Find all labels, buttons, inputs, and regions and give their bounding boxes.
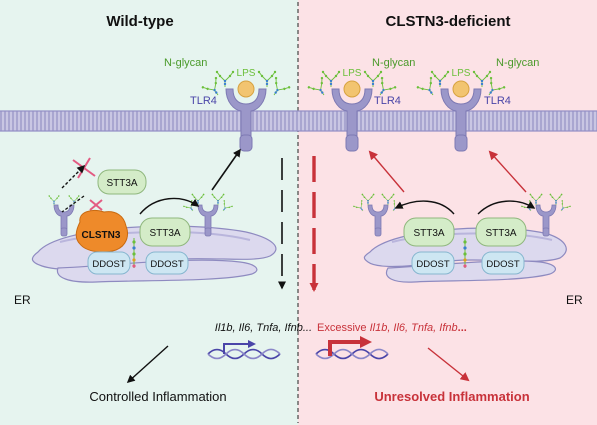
blocked-arrow: [61, 195, 85, 213]
tlr4-label-right-2: TLR4: [484, 95, 511, 107]
tlr4-receptor-left: [200, 70, 292, 152]
lps-molecule: [343, 80, 361, 98]
stt3a-free-left: [97, 169, 147, 195]
outcome-right: Unresolved Inflammation: [374, 389, 529, 404]
ddost-label-left-2: DDOST: [150, 259, 183, 270]
ddost-right-2: [481, 251, 525, 275]
n-glycan-label-right-2: N-glycan: [496, 57, 539, 69]
outcome-arrow-right: [427, 347, 470, 382]
ddost-label-right-1: DDOST: [416, 259, 449, 270]
blocked-trafficking-arrow: [61, 164, 86, 189]
stt3a-right-2: [475, 217, 527, 247]
excessive-suffix: ...: [458, 322, 467, 334]
clstn3-protein: [75, 209, 129, 253]
lps-label-left: LPS: [237, 68, 256, 79]
stt3a-label-right-1: STT3A: [413, 228, 444, 239]
lps-label-right-1: LPS: [343, 68, 362, 79]
dna-right: [315, 336, 389, 360]
stt3a-right-1: [403, 217, 455, 247]
outcome-arrow-left: [126, 345, 169, 384]
ddost-right-1: [411, 251, 455, 275]
trafficking-arrow-right-2: [488, 150, 527, 193]
curved-arrow-right-1: [394, 200, 455, 215]
lps-molecule: [452, 80, 470, 98]
glycan-chain-left: [132, 238, 136, 268]
trafficking-arrow-left: [211, 148, 241, 191]
n-glycan-label-right-1: N-glycan: [372, 57, 415, 69]
stt3a-free-label: STT3A: [106, 178, 137, 189]
plasma-membrane: [0, 110, 597, 132]
gene-list-left: Il1b, Il6, Tnfa, Ifnb...: [215, 322, 312, 334]
curved-arrow-left: [139, 197, 200, 215]
trafficking-arrow-right-1: [368, 150, 405, 193]
glycan-chain-right: [463, 238, 467, 268]
stt3a-label-right-2: STT3A: [485, 228, 516, 239]
curved-arrow-right-2: [477, 200, 536, 215]
promoter-arrow-right: [328, 340, 360, 356]
tlr4-receptor-right-2: [415, 70, 507, 152]
promoter-arrow-left: [223, 343, 248, 354]
tlr4-label-left: TLR4: [190, 95, 217, 107]
inhibition-cross-mid: [89, 199, 103, 211]
right-panel-title: CLSTN3-deficient: [385, 13, 510, 30]
left-panel-title: Wild-type: [106, 13, 173, 30]
ddost-label-right-2: DDOST: [486, 259, 519, 270]
gene-list-right: Excessive Il1b, Il6, Tnfa, Ifnb...: [317, 322, 467, 334]
tlr4-label-right-1: TLR4: [374, 95, 401, 107]
lps-molecule: [237, 80, 255, 98]
ddost-left-1: [87, 251, 131, 275]
stt3a-complex-label-left: STT3A: [149, 228, 180, 239]
clstn3-label: CLSTN3: [82, 230, 121, 241]
n-glycan-label-left: N-glycan: [164, 57, 207, 69]
ddost-left-2: [145, 251, 189, 275]
er-label-right: ER: [566, 293, 583, 307]
er-label-left: ER: [14, 293, 31, 307]
ddost-label-left-1: DDOST: [92, 259, 125, 270]
outcome-left: Controlled Inflammation: [89, 389, 226, 404]
dna-left: [207, 340, 281, 360]
left-panel-background: [0, 0, 298, 425]
stt3a-complex-left: [139, 217, 191, 247]
tlr4-receptor-right-1: [306, 70, 398, 152]
excessive-genes: Il1b, Il6, Tnfa, Ifnb: [370, 322, 458, 334]
lps-label-right-2: LPS: [452, 68, 471, 79]
excessive-prefix: Excessive: [317, 322, 370, 334]
